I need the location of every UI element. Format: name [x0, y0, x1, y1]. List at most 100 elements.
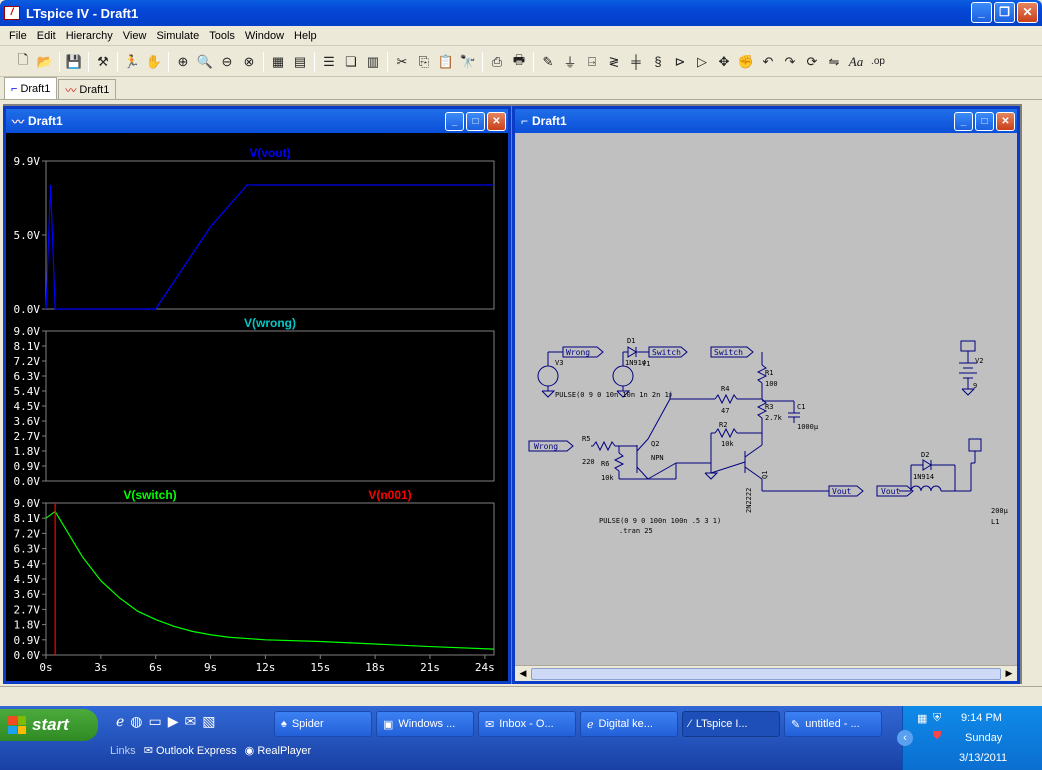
ie-icon[interactable]: ℯ	[116, 713, 125, 729]
diode-icon[interactable]: ⊳	[674, 53, 686, 69]
run-icon[interactable]: 🏃	[123, 53, 141, 69]
task-ltspice[interactable]: ⁄LTspice I...	[682, 711, 780, 737]
tab-schematic[interactable]: ⌐ Draft1	[4, 77, 58, 99]
paint-icon[interactable]: ▧	[202, 713, 216, 729]
ground-icon[interactable]: ⏚	[563, 55, 577, 70]
new-schematic-icon[interactable]: 🗋	[17, 51, 29, 67]
task-windows[interactable]: ▣Windows ...	[376, 711, 474, 737]
control-panel-icon[interactable]: ⚒	[97, 53, 109, 69]
folder-icon[interactable]: ▭	[148, 713, 162, 729]
zoom-fit-icon[interactable]: ⊗	[243, 53, 255, 69]
cascade-icon[interactable]: ❏	[345, 53, 357, 69]
zoom-out-icon[interactable]: ⊖	[221, 53, 233, 69]
horizontal-scrollbar[interactable]: ◀ ▶	[515, 665, 1017, 681]
mirror-icon[interactable]: ⇋	[828, 53, 840, 69]
link-label: RealPlayer	[257, 745, 312, 757]
shield-icon[interactable]: ⛊	[933, 730, 942, 742]
messenger-icon[interactable]: ✉	[184, 713, 197, 729]
security-icon[interactable]: ⛨	[933, 712, 942, 724]
scroll-thumb[interactable]	[531, 667, 1001, 680]
halt-icon[interactable]: ✋	[145, 53, 163, 69]
system-tray: ▦ ⛨ ‹ ⛊ 9:14 PM Sunday 3/13/2011	[897, 706, 1042, 770]
clock-time[interactable]: 9:14 PM	[961, 712, 1002, 724]
menu-hierarchy[interactable]: Hierarchy	[65, 29, 113, 42]
close-button[interactable]: ✕	[996, 112, 1015, 131]
menu-tools[interactable]: Tools	[209, 29, 235, 42]
spice-directive-icon[interactable]: .op	[871, 56, 885, 67]
trace-label: V(n001)	[368, 488, 411, 502]
browser-icon[interactable]: ◍	[130, 713, 143, 729]
menu-view[interactable]: View	[122, 29, 147, 42]
waveform-icon: 〰	[12, 114, 25, 129]
task-untitled[interactable]: ✎untitled - ...	[784, 711, 882, 737]
close-button[interactable]: ✕	[487, 112, 506, 131]
restore-button[interactable]: ❐	[994, 2, 1015, 23]
tile-vertical-icon[interactable]: ▥	[366, 53, 380, 69]
component-value-r1: 100	[765, 380, 778, 388]
pan-icon[interactable]: 🔍	[196, 53, 214, 69]
tab-waveform[interactable]: 〰 Draft1	[58, 79, 117, 99]
open-icon[interactable]: 📂	[36, 53, 54, 69]
zoom-in-icon[interactable]: ⊕	[177, 53, 189, 69]
show-hidden-icons-button[interactable]: ‹	[897, 730, 913, 746]
copy-icon[interactable]: ⎘	[418, 53, 430, 69]
capacitor-icon[interactable]: ╪	[631, 54, 641, 69]
maximize-button[interactable]: □	[975, 112, 994, 131]
print-preview-icon[interactable]: ⎙	[491, 53, 503, 69]
start-button[interactable]: start	[0, 709, 98, 741]
component-icon[interactable]: ▷	[697, 53, 707, 69]
y-tick-label: 0.0V	[14, 649, 41, 662]
save-icon[interactable]: 💾	[65, 53, 83, 69]
label-net-icon[interactable]: ⍈	[588, 53, 596, 69]
close-button[interactable]: ✕	[1017, 2, 1038, 23]
minimize-button[interactable]: _	[971, 2, 992, 23]
menu-edit[interactable]: Edit	[36, 29, 56, 42]
schematic-canvas[interactable]: Wrong Switch Switch Wrong Vout Vout D1 V…	[515, 133, 1017, 681]
cut-icon[interactable]: ✂	[396, 53, 408, 69]
tile-horizontal-icon[interactable]: ☰	[323, 53, 335, 69]
menu-file[interactable]: File	[9, 29, 27, 42]
wire-icon[interactable]: ✎	[542, 53, 554, 69]
minimize-button[interactable]: _	[954, 112, 973, 131]
schematic-drawing[interactable]: Wrong Switch Switch Wrong Vout Vout D1 V…	[515, 133, 1017, 663]
realplayer-link[interactable]: ◉ RealPlayer	[244, 745, 312, 757]
text-icon[interactable]: Aa	[848, 53, 864, 69]
find-icon[interactable]: 🔭	[459, 53, 477, 69]
drag-icon[interactable]: ✊	[737, 53, 755, 69]
scroll-right-icon[interactable]: ▶	[1005, 668, 1013, 678]
resistor-icon[interactable]: ≷	[608, 53, 620, 69]
tab-label: Draft1	[20, 82, 51, 95]
component-value-l1: 200µ	[991, 507, 1009, 515]
menu-simulate[interactable]: Simulate	[156, 29, 200, 42]
scroll-left-icon[interactable]: ◀	[519, 668, 527, 678]
media-player-icon[interactable]: ▶	[167, 713, 179, 729]
print-icon[interactable]: 🖶	[512, 51, 526, 67]
paste-icon[interactable]: 📋	[437, 53, 455, 69]
x-tick-label: 15s	[310, 661, 330, 674]
trace-label: V(switch)	[123, 488, 176, 502]
autorange-icon[interactable]: ▦	[271, 53, 285, 69]
rotate-icon[interactable]: ⟳	[806, 53, 818, 69]
inductor-icon[interactable]: §	[654, 54, 662, 69]
task-spider[interactable]: ♠Spider	[274, 711, 372, 737]
menu-window[interactable]: Window	[244, 29, 285, 42]
toolbar-separator	[482, 51, 483, 72]
y-tick-label: 4.5V	[14, 573, 41, 586]
move-icon[interactable]: ✥	[718, 53, 730, 69]
component-name-d2: D2	[921, 451, 929, 459]
minimize-button[interactable]: _	[445, 112, 464, 131]
outlook-express-link[interactable]: ✉ Outlook Express	[143, 745, 237, 757]
task-label: Inbox - O...	[499, 718, 554, 730]
maximize-button[interactable]: □	[466, 112, 485, 131]
menu-help[interactable]: Help	[294, 29, 317, 42]
redo-icon[interactable]: ↷	[784, 53, 796, 69]
grid-icon[interactable]: ▤	[293, 53, 307, 69]
component-value-r4: 47	[721, 407, 729, 415]
task-inbox[interactable]: ✉Inbox - O...	[478, 711, 576, 737]
component-name-v2: V2	[975, 357, 983, 365]
network-icon[interactable]: ▦	[917, 713, 928, 725]
undo-icon[interactable]: ↶	[762, 53, 774, 69]
waveform-plots[interactable]: 9.9V5.0V0.0VV(vout)9.0V8.1V7.2V6.3V5.4V4…	[6, 133, 508, 681]
